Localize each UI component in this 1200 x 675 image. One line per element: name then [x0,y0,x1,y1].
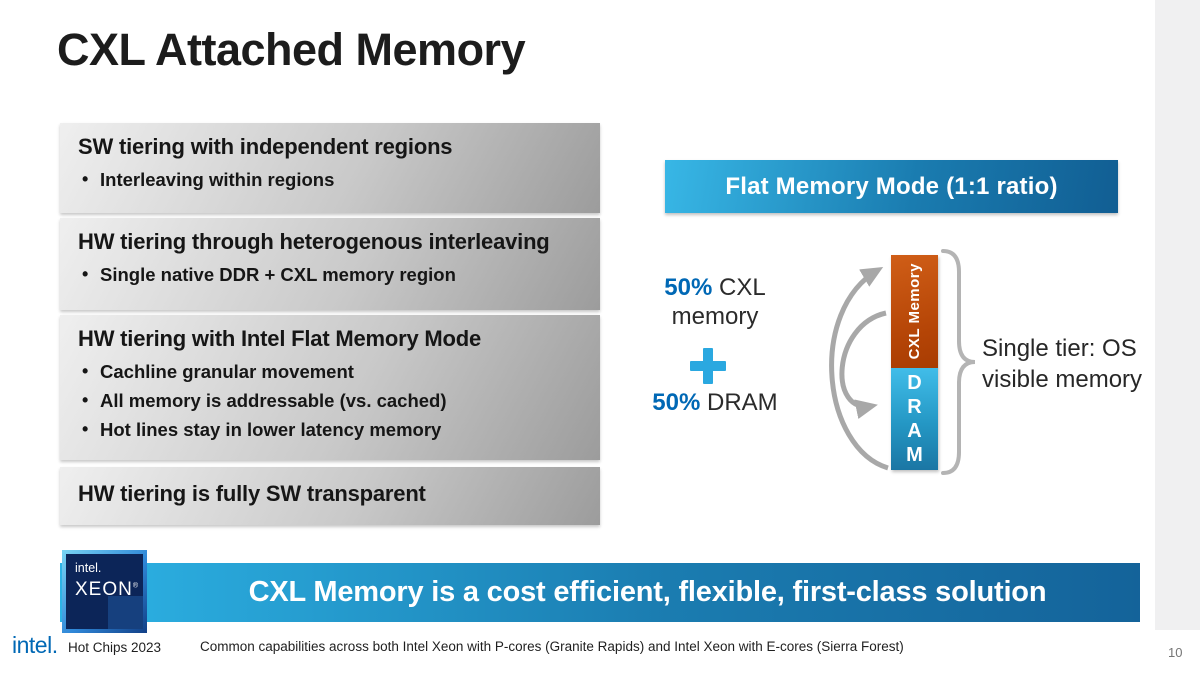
arrow-dram-to-cxl [829,266,889,471]
dram-letter: A [907,420,922,442]
arrow-cxl-to-dram [839,310,887,419]
summary-banner-text: CXL Memory is a cost efficient, flexible… [248,576,1047,608]
right-gray-strip [1155,0,1200,630]
box-heading: HW tiering with Intel Flat Memory Mode [78,326,482,351]
cxl-percentage-label: 50% CXL memory [640,273,790,331]
tiering-box-flat-memory: HW tiering with Intel Flat Memory Mode C… [60,315,600,460]
memory-movement-arrows [829,266,889,471]
summary-banner: CXL Memory is a cost efficient, flexible… [60,563,1140,622]
xeon-badge-inner: intel. XEON® [66,554,143,629]
dram-letter: M [906,444,923,466]
page-number: 10 [1168,645,1183,660]
cxl-memory-segment: CXL Memory [891,255,938,368]
bullet-item: Cachline granular movement [78,357,586,386]
cxl-percent-value: 50% [664,274,713,301]
dram-percent-unit: DRAM [700,389,778,416]
bullet-item: All memory is addressable (vs. cached) [78,386,586,415]
bullet-item: Hot lines stay in lower latency memory [78,415,586,444]
box-heading: HW tiering through heterogenous interlea… [78,229,550,254]
memory-bar: CXL Memory D R A M [891,255,938,470]
dram-segment: D R A M [891,368,938,470]
bullet-item: Single native DDR + CXL memory region [78,260,586,289]
caption-line2: visible memory [982,366,1143,393]
brace [941,249,976,475]
box-heading: HW tiering is fully SW transparent [78,481,426,506]
dram-letter: R [907,396,922,418]
tiering-box-hw-interleave: HW tiering through heterogenous interlea… [60,218,600,310]
cxl-percent-line2: memory [671,303,759,330]
caption-line1: Single tier: OS [982,335,1137,362]
dram-percentage-label: 50% DRAM [640,388,790,417]
bullet-item: Interleaving within regions [78,165,586,194]
flat-memory-mode-banner: Flat Memory Mode (1:1 ratio) [665,160,1118,213]
dram-letter: D [907,372,922,394]
xeon-product-text: XEON [75,579,133,600]
xeon-badge-brand: intel. [75,561,102,575]
tiering-box-transparent: HW tiering is fully SW transparent [60,467,600,525]
tiering-box-sw: SW tiering with independent regions Inte… [60,123,600,213]
box-bullet-list: Interleaving within regions [78,165,586,194]
banner-label: Flat Memory Mode (1:1 ratio) [725,172,1058,200]
intel-xeon-badge: intel. XEON® [62,550,147,633]
footer-event-label: Hot Chips 2023 [68,640,162,655]
xeon-badge-product: XEON® [75,579,143,601]
intel-logo: intel. [12,632,58,658]
single-tier-caption: Single tier: OS visible memory [982,333,1142,395]
registered-mark: ® [132,582,140,590]
cxl-percent-unit: CXL [712,274,766,301]
plus-icon [690,348,726,384]
page-title: CXL Attached Memory [57,24,526,75]
box-bullet-list: Cachline granular movement All memory is… [78,357,586,444]
dram-percent-value: 50% [652,389,701,416]
footer-note: Common capabilities across both Intel Xe… [200,639,904,654]
cxl-segment-label: CXL Memory [906,263,923,360]
box-bullet-list: Single native DDR + CXL memory region [78,260,586,289]
box-heading: SW tiering with independent regions [78,134,453,159]
